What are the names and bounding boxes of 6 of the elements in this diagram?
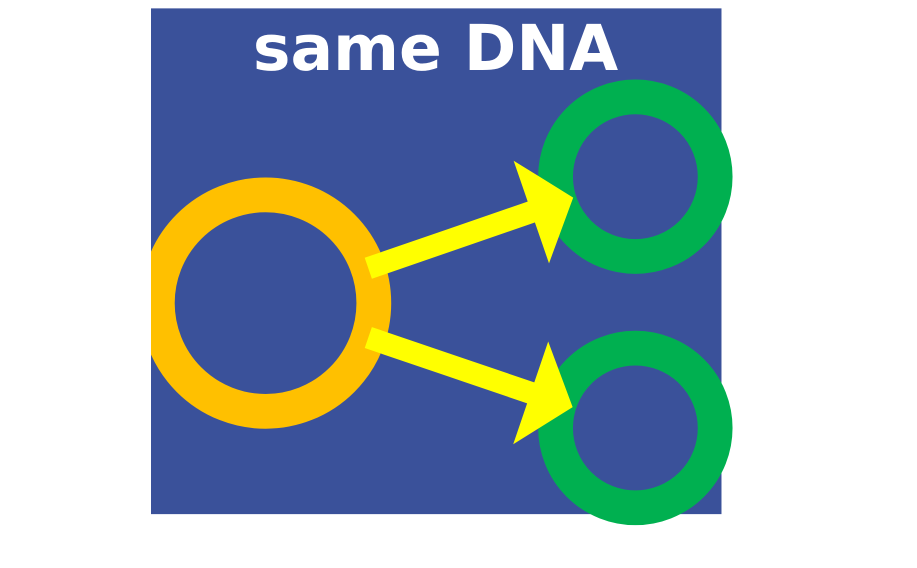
diagram-title: same DNA xyxy=(252,11,618,86)
arrow xyxy=(364,160,573,279)
arrow xyxy=(364,327,572,444)
node-circle xyxy=(538,330,732,526)
node-circle xyxy=(150,177,391,429)
node-circle xyxy=(538,80,732,274)
